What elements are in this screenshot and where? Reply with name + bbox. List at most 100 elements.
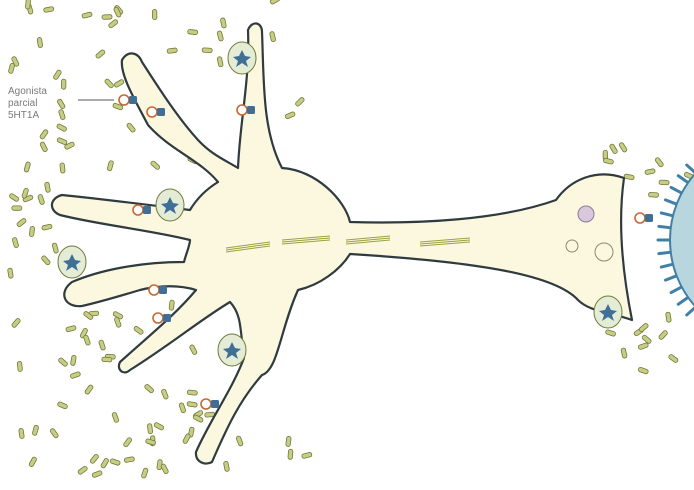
receptor-icon [58,246,86,278]
neurotransmitter-capsule-icon [169,300,174,310]
neurotransmitter-capsule-icon [665,312,671,323]
neurotransmitter-capsule-icon [98,340,105,351]
neurotransmitter-capsule-icon [37,37,43,48]
neurotransmitter-capsule-icon [92,470,103,478]
neurotransmitter-capsule-icon [9,193,20,202]
receptor-spike [665,276,676,280]
vesicle [578,206,594,222]
neurotransmitter-capsule-icon [107,160,114,171]
neuron-body [52,23,632,463]
receptor-icon [218,334,246,366]
receptor-spike [687,165,694,173]
receptor-spike [671,187,682,193]
neurotransmitter-capsule-icon [295,97,305,107]
neurotransmitter-capsule-icon [182,433,191,444]
neurotransmitter-capsule-icon [43,6,54,12]
neurotransmitter-capsule-icon [141,468,148,479]
neurotransmitter-capsule-icon [41,255,51,265]
neurotransmitter-capsule-icon [605,329,616,336]
neurotransmitter-capsule-icon [645,169,656,175]
receptor-spike [659,226,671,227]
neurotransmitter-capsule-icon [32,425,39,436]
receptor-icon [228,42,256,74]
neurotransmitter-capsule-icon [187,390,197,395]
neurotransmitter-capsule-icon [40,141,48,152]
neurotransmitter-capsule-icon [53,69,62,80]
neurotransmitter-capsule-icon [609,143,618,154]
neurotransmitter-capsule-icon [83,335,91,346]
neurotransmitter-capsule-icon [150,160,160,170]
neurotransmitter-capsule-icon [123,437,133,448]
partial-agonist-icon [133,205,151,215]
neurotransmitter-capsule-icon [189,344,197,355]
neurotransmitter-capsule-icon [102,357,112,362]
neurotransmitter-capsule-icon [114,79,125,88]
neurotransmitter-capsule-icon [603,158,614,165]
neurotransmitter-capsule-icon [95,49,105,59]
neurotransmitter-capsule-icon [624,174,635,180]
neurotransmitter-capsule-icon [38,194,45,205]
neurotransmitter-capsule-icon [152,10,157,20]
neurotransmitter-capsule-icon [12,206,22,210]
neurotransmitter-capsule-icon [70,371,81,379]
neurotransmitter-capsule-icon [16,218,27,228]
neurotransmitter-capsule-icon [217,56,223,67]
postsynaptic-cell [658,135,694,345]
neurotransmitter-capsule-icon [621,348,628,359]
neurotransmitter-capsule-icon [659,180,669,185]
partial-agonist-icon [147,107,165,117]
neurotransmitter-capsule-icon [57,401,68,409]
neurotransmitter-capsule-icon [82,12,93,19]
neurotransmitter-capsule-icon [223,461,229,472]
neurotransmitter-capsule-icon [648,192,658,197]
neurotransmitter-capsule-icon [39,129,48,140]
neurotransmitter-capsule-icon [52,243,59,254]
partial-agonist-icon [237,105,255,115]
neurotransmitter-capsule-icon [638,342,649,350]
neurotransmitter-capsule-icon [144,384,154,394]
neurotransmitter-capsule-icon [44,182,50,193]
neurotransmitter-capsule-icon [112,412,120,423]
neurotransmitter-capsule-icon [638,367,649,374]
neurotransmitter-capsule-icon [658,330,668,340]
neurotransmitter-capsule-icon [29,226,35,236]
neurotransmitter-capsule-icon [100,458,109,469]
partial-agonist-icon [635,213,653,223]
agonist-label-line-3: 5HT1A [8,110,84,122]
neurotransmitter-capsule-icon [12,237,19,248]
neurotransmitter-capsule-icon [179,402,186,413]
neurotransmitter-capsule-icon [57,137,68,145]
neurotransmitter-capsule-icon [187,401,198,407]
neurotransmitter-capsule-icon [25,0,30,9]
partial-agonist-icon [119,95,137,105]
neurotransmitter-capsule-icon [133,326,144,335]
neurotransmitter-capsule-icon [60,163,65,173]
neurotransmitter-capsule-icon [188,29,198,34]
neurotransmitter-capsule-icon [619,142,628,153]
neurotransmitter-capsule-icon [217,31,224,42]
neurotransmitter-capsule-icon [668,354,679,363]
neurotransmitter-capsule-icon [102,15,112,20]
neurotransmitter-capsule-icon [161,389,169,400]
neurotransmitter-capsule-icon [58,357,68,367]
neurotransmitter-capsule-icon [17,361,22,371]
neurotransmitter-capsule-icon [8,63,15,74]
neurotransmitter-capsule-icon [66,325,77,332]
partial-agonist-icon [201,399,219,409]
neurotransmitter-capsule-icon [42,224,53,231]
neurotransmitter-capsule-icon [286,436,292,446]
neurotransmitter-capsule-icon [654,157,664,168]
neurotransmitter-capsule-icon [50,428,59,439]
neurotransmitter-capsule-icon [24,162,31,173]
receptor-spike [687,307,694,315]
agonist-label: Agonista parcial 5HT1A [8,86,84,122]
neurotransmitter-capsule-icon [153,422,164,431]
neurotransmitter-capsule-icon [77,466,88,475]
neurotransmitter-capsule-icon [84,384,93,395]
neurotransmitter-capsule-icon [220,18,226,29]
neurotransmitter-capsule-icon [285,111,296,119]
neurotransmitter-capsule-icon [19,428,25,439]
receptor-spike [665,200,676,204]
neurotransmitter-capsule-icon [108,19,119,29]
